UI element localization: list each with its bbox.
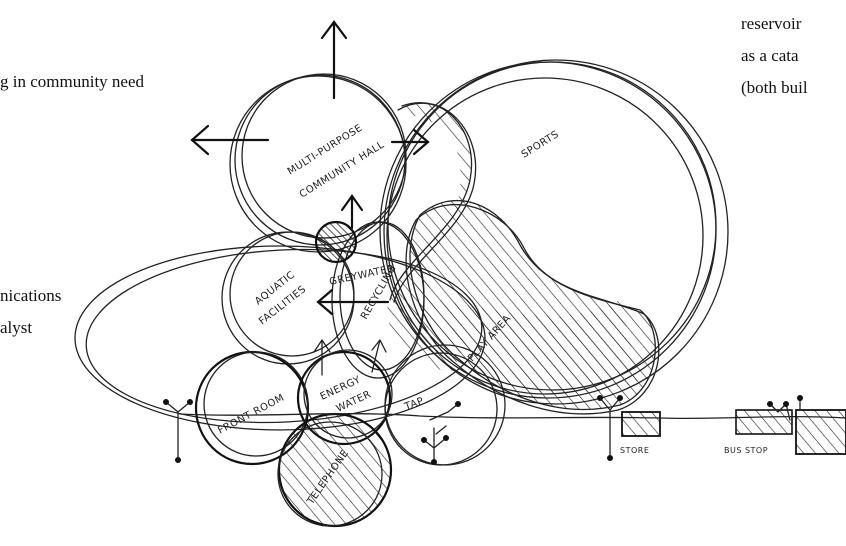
core-node	[316, 222, 356, 262]
expansion-arrows	[192, 22, 428, 154]
label-store: STORE	[620, 446, 649, 455]
label-community-hall: COMMUNITY HALL	[298, 139, 387, 200]
lamp-post-left	[163, 399, 193, 463]
store-structure	[622, 412, 660, 436]
label-sports: SPORTS	[520, 129, 561, 161]
lamp-post-mid	[421, 428, 449, 465]
label-bus-stop: BUS STOP	[724, 446, 768, 455]
